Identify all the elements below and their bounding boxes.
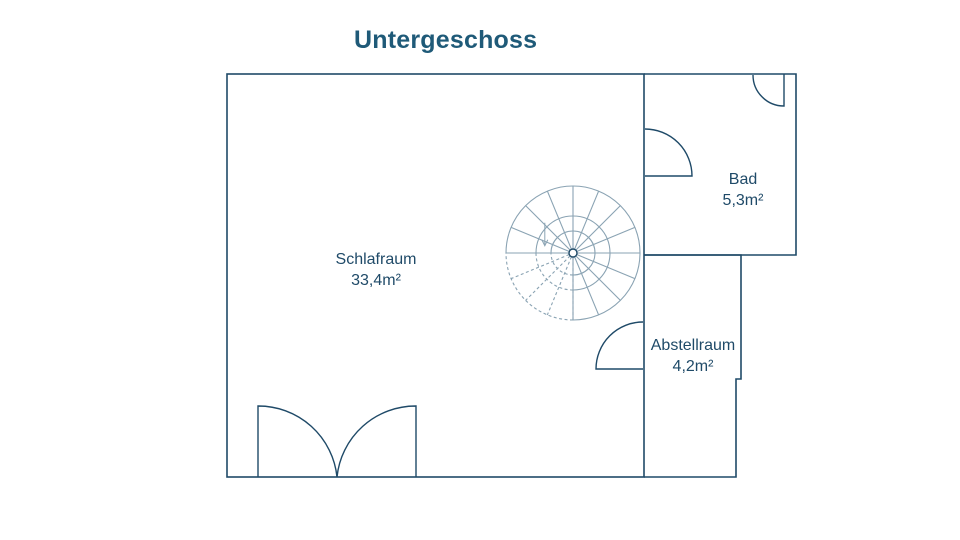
page-title: Untergeschoss [354,26,538,54]
wall-bad [644,73,797,256]
room-name: Bad [728,171,758,188]
room-name: Abstellraum [650,337,736,354]
room-area: 33,4m² [351,272,401,289]
door-double-left [257,405,338,478]
room-name: Schlafraum [335,251,417,268]
room-label-bad: Bad 5,3m² [703,169,783,211]
room-area: 5,3m² [722,192,764,209]
room-label-abstellraum: Abstellraum 4,2m² [642,335,744,377]
room-area: 4,2m² [672,358,714,375]
door-abstellraum [595,321,644,370]
wall-abstellraum [644,254,742,478]
wall-schlafraum [226,73,645,478]
walls [226,73,797,478]
door-bad-corner [752,74,785,107]
door-swings [257,74,785,478]
door-bad [644,128,693,177]
room-label-schlafraum: Schlafraum 33,4m² [318,249,434,291]
spiral-staircase [505,185,641,321]
door-double-right [336,405,417,478]
